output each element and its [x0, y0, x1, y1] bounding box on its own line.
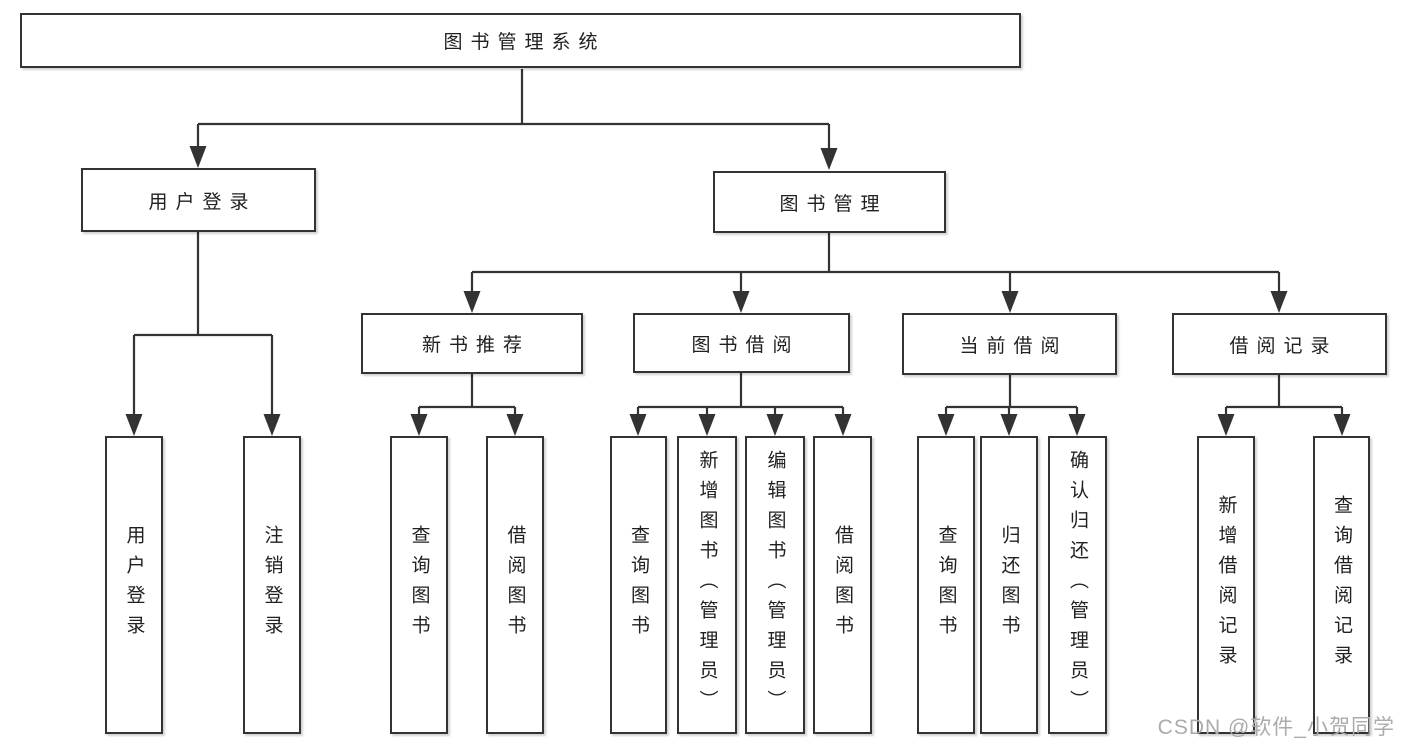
- node-book-borrowing-label: 图书借阅: [691, 334, 800, 356]
- leaf-confirm-return-admin-label: 确认归还（管理员）: [1067, 450, 1088, 720]
- leaf-borrowing-query-books-label: 查询图书: [628, 525, 649, 645]
- leaf-query-borrow-record-label: 查询借阅记录: [1331, 495, 1352, 675]
- node-borrowing-records-label: 借阅记录: [1229, 335, 1338, 357]
- leaf-logout-label: 注销登录: [261, 525, 283, 645]
- node-root-library-system: 图书管理系统: [20, 13, 1021, 68]
- leaf-add-books-admin-label: 新增图书（管理员）: [696, 450, 718, 720]
- leaf-confirm-return-admin: 确认归还（管理员）: [1048, 436, 1107, 734]
- leaf-user-login: 用户登录: [105, 436, 163, 734]
- node-borrowing-records: 借阅记录: [1172, 313, 1387, 375]
- leaf-add-borrow-record-label: 新增借阅记录: [1215, 495, 1237, 675]
- leaf-recommend-borrow-books: 借阅图书: [486, 436, 544, 734]
- node-new-book-recommend-label: 新书推荐: [421, 335, 530, 356]
- leaf-edit-books-admin: 编辑图书（管理员）: [745, 436, 805, 734]
- leaf-logout: 注销登录: [243, 436, 301, 734]
- leaf-recommend-query-books: 查询图书: [390, 436, 448, 734]
- leaf-current-query-books: 查询图书: [917, 436, 975, 734]
- node-root-label: 图书管理系统: [443, 32, 606, 53]
- leaf-recommend-borrow-books-label: 借阅图书: [504, 525, 526, 645]
- leaf-borrowing-query-books: 查询图书: [610, 436, 667, 734]
- leaf-add-borrow-record: 新增借阅记录: [1197, 436, 1255, 734]
- node-user-login-label: 用户登录: [148, 191, 257, 213]
- leaf-recommend-query-books-label: 查询图书: [408, 525, 430, 645]
- leaf-borrowing-borrow-books: 借阅图书: [813, 436, 872, 734]
- leaf-borrowing-borrow-books-label: 借阅图书: [832, 525, 853, 645]
- leaf-query-borrow-record: 查询借阅记录: [1313, 436, 1370, 734]
- node-new-book-recommend: 新书推荐: [361, 313, 583, 374]
- leaf-return-books-label: 归还图书: [998, 525, 1020, 645]
- node-current-borrowing-label: 当前借阅: [959, 335, 1068, 357]
- csdn-watermark: CSDN @软件_小贺同学: [1157, 716, 1395, 739]
- node-book-management: 图书管理: [713, 171, 946, 233]
- node-book-borrowing: 图书借阅: [633, 313, 850, 373]
- node-current-borrowing: 当前借阅: [902, 313, 1117, 375]
- leaf-user-login-label: 用户登录: [123, 525, 145, 645]
- node-book-management-label: 图书管理: [779, 193, 888, 215]
- leaf-edit-books-admin-label: 编辑图书（管理员）: [764, 450, 786, 720]
- leaf-add-books-admin: 新增图书（管理员）: [677, 436, 737, 734]
- leaf-current-query-books-label: 查询图书: [935, 525, 957, 645]
- node-user-login: 用户登录: [81, 168, 316, 232]
- leaf-return-books: 归还图书: [980, 436, 1038, 734]
